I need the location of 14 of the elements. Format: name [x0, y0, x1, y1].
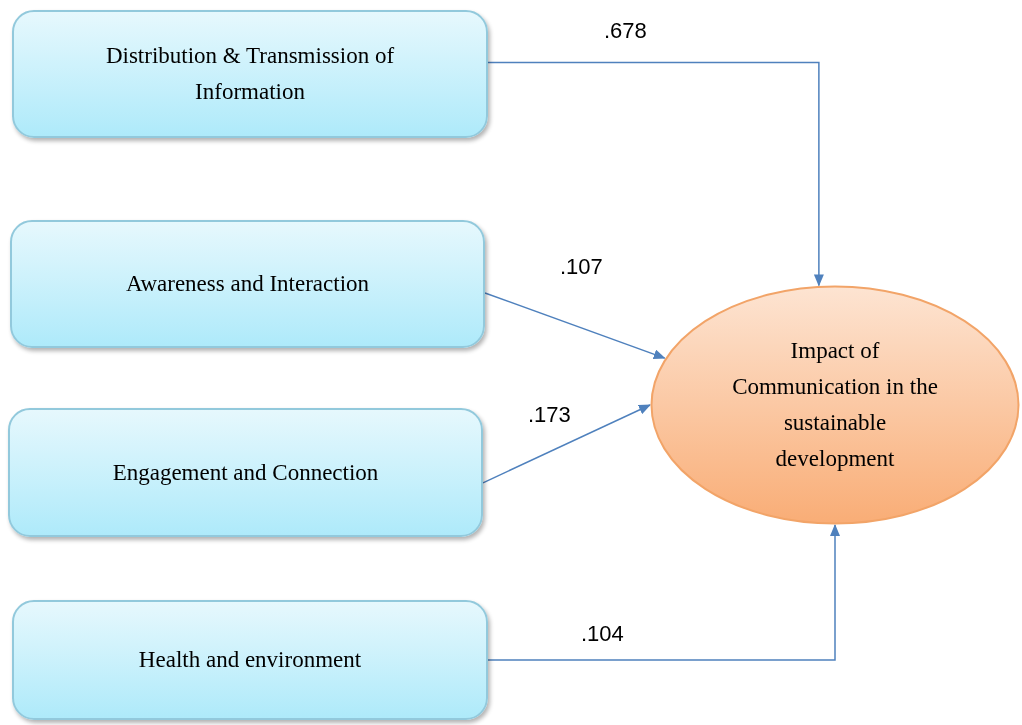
- factor-box: [12, 10, 488, 138]
- node-text: Awareness and Interaction: [125, 270, 370, 298]
- arrow: [487, 61, 824, 287]
- arrow: [482, 404, 651, 484]
- node-text: Impact of Communication in the sustainable development: [731, 337, 939, 473]
- node-text: Engagement and Connection: [112, 458, 379, 487]
- arrow: [484, 292, 666, 360]
- outcome-ellipse: [650, 285, 1020, 525]
- factor-box: [10, 220, 485, 348]
- node-text: Distribution & Transmission of Information: [104, 42, 396, 106]
- arrow: [487, 524, 840, 661]
- factor-box: [8, 408, 483, 537]
- factor-box: [12, 600, 488, 720]
- node-text: Health and environment: [138, 646, 362, 674]
